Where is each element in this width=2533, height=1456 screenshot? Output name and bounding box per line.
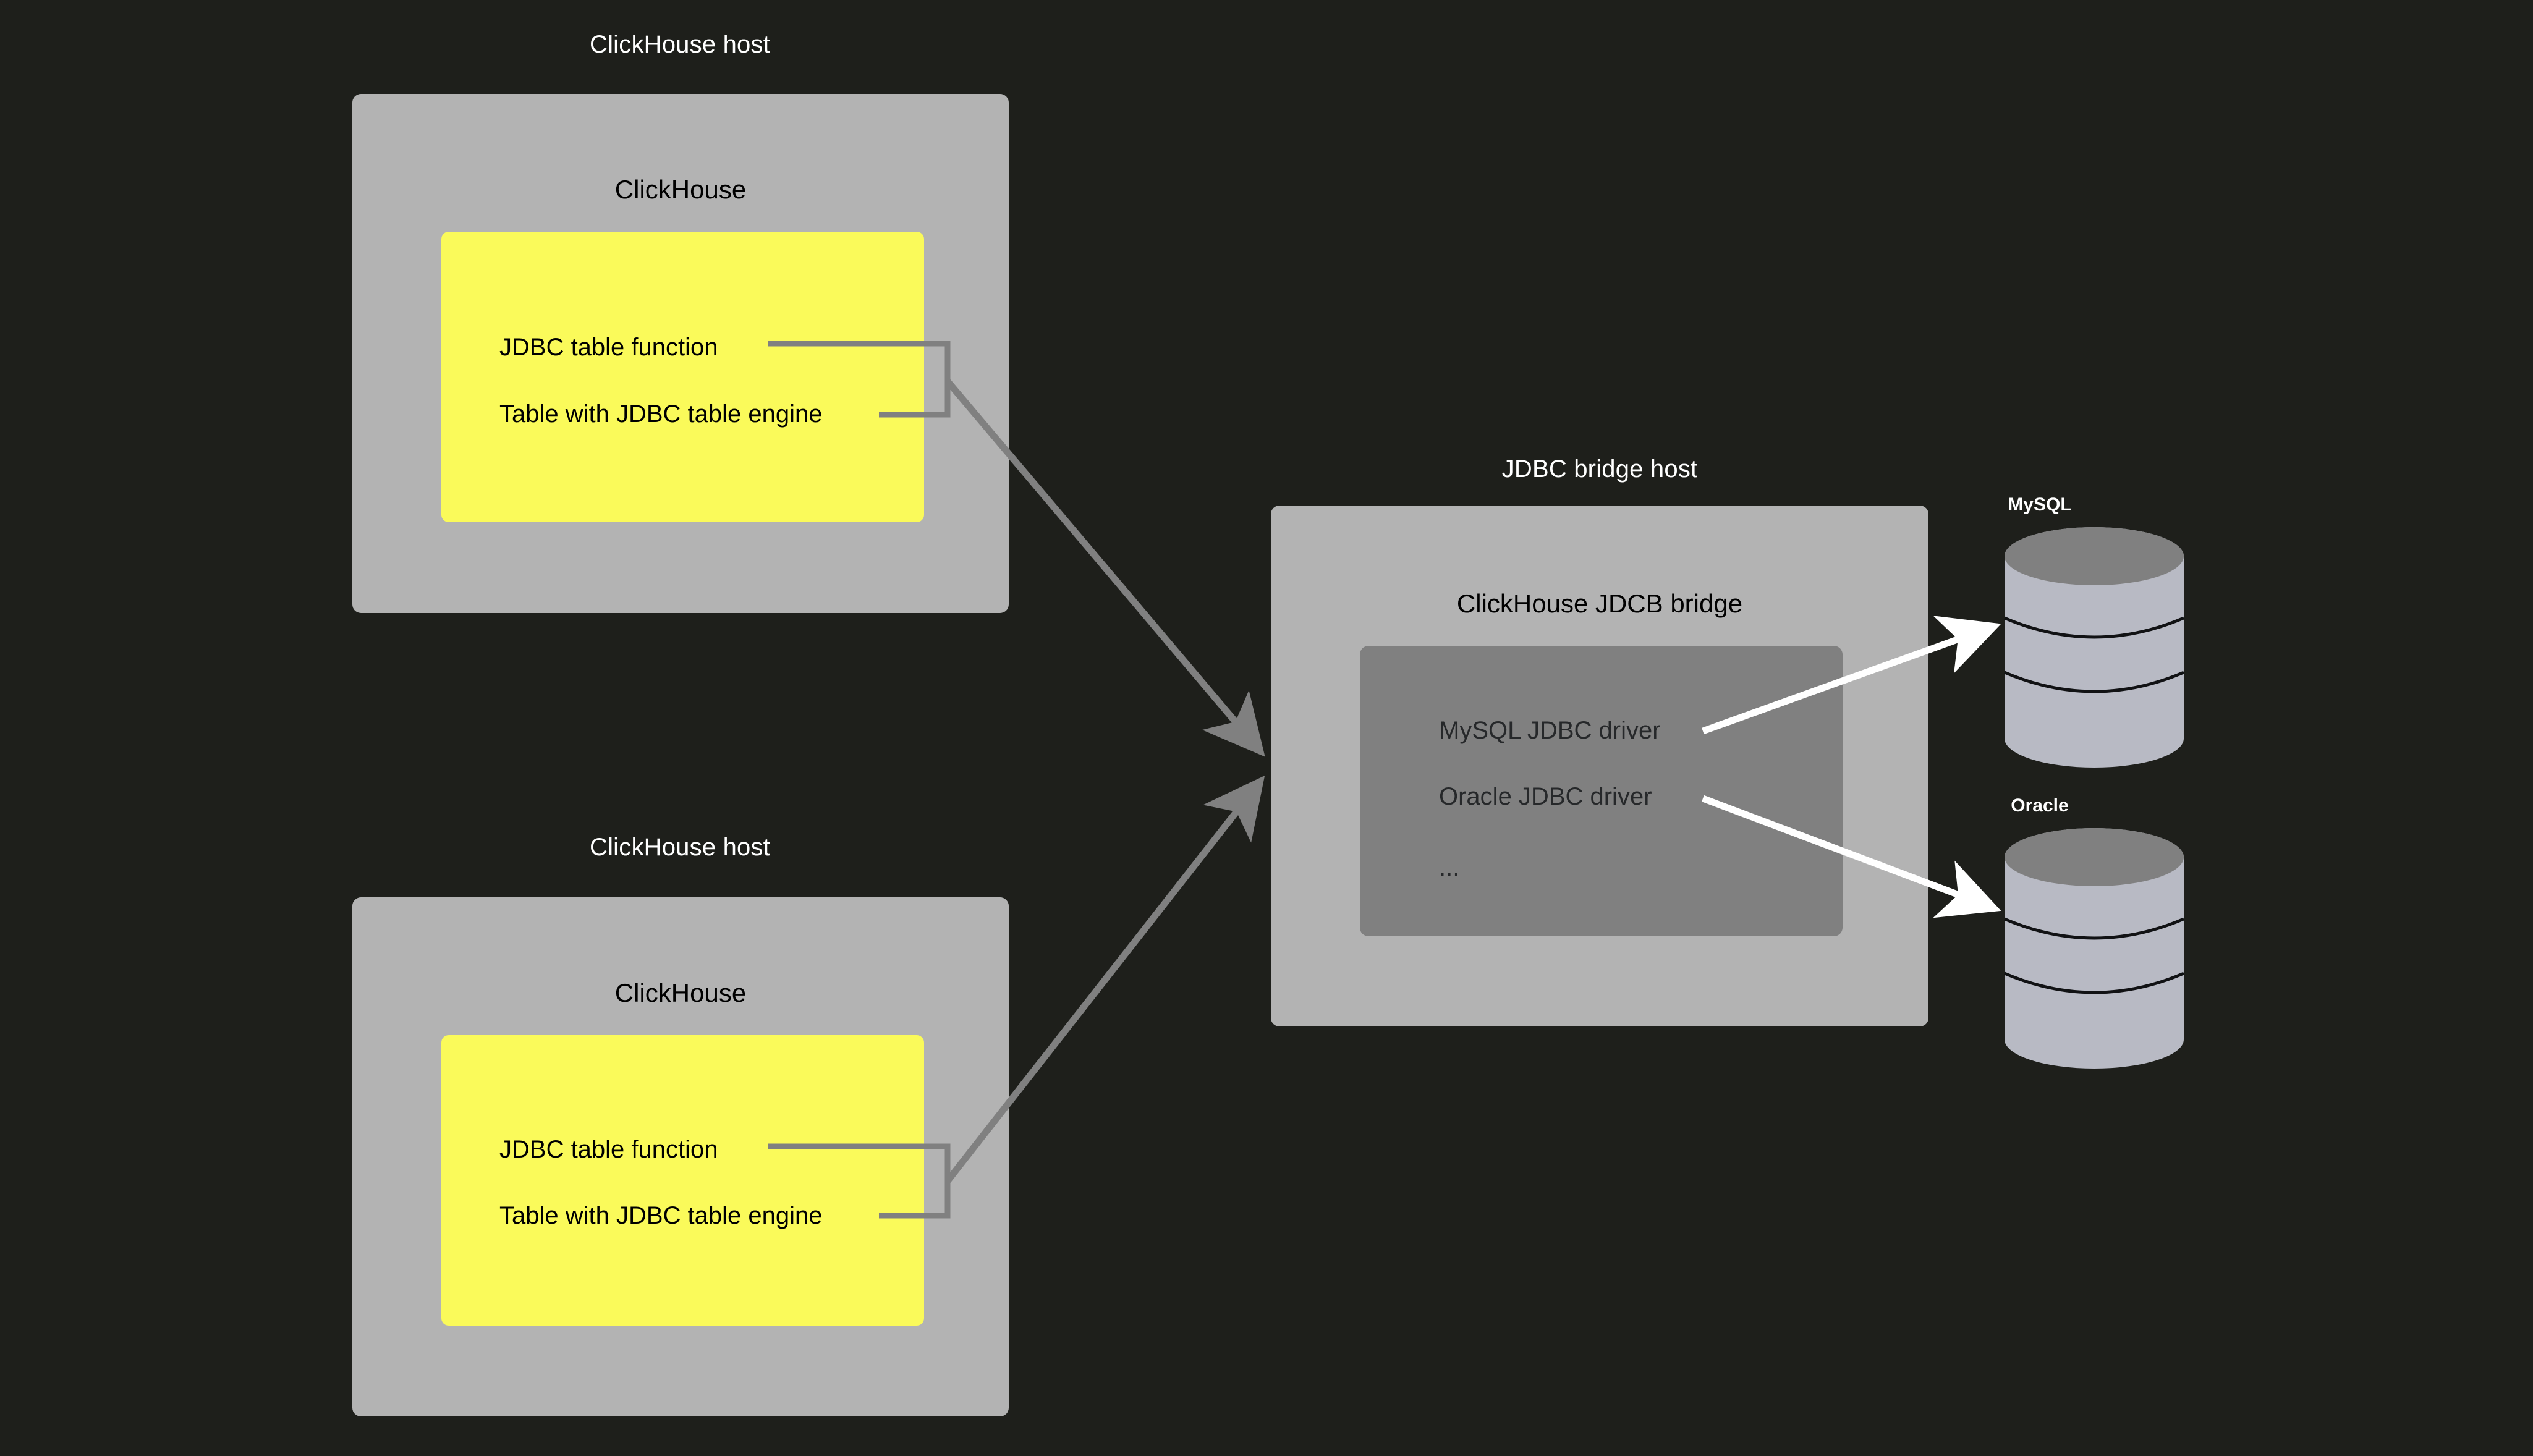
oracle-jdbc-driver-label: Oracle JDBC driver xyxy=(1439,783,1652,810)
clickhouse-title-2: ClickHouse xyxy=(614,978,747,1007)
database-cylinder-icon-oracle xyxy=(2004,828,2184,1069)
clickhouse-jdbc-bridge-title: ClickHouse JDCB bridge xyxy=(1456,589,1743,618)
mysql-jdbc-driver-label: MySQL JDBC driver xyxy=(1439,717,1661,744)
database-cylinder-icon-mysql xyxy=(2004,527,2184,768)
clickhouse-title-1: ClickHouse xyxy=(614,175,747,204)
jdbc-table-function-label-1: JDBC table function xyxy=(499,334,718,361)
clickhouse-host-caption-2: ClickHouse host xyxy=(589,834,770,861)
mysql-db-caption: MySQL xyxy=(2008,494,2072,515)
clickhouse-host-caption-1: ClickHouse host xyxy=(589,31,770,58)
jdbc-bridge-host-caption: JDBC bridge host xyxy=(1501,455,1698,483)
oracle-db-caption: Oracle xyxy=(2011,795,2069,816)
jdbc-table-function-label-2: JDBC table function xyxy=(499,1136,718,1163)
more-drivers-ellipsis: ... xyxy=(1439,854,1460,881)
